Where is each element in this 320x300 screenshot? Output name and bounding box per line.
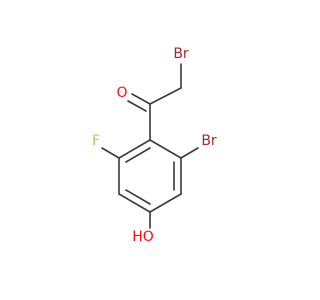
- fluorine-label: F: [92, 133, 100, 149]
- carbonyl-oxygen-label: O: [116, 85, 127, 101]
- bond-ch2-carbonyl: [149, 87, 182, 105]
- bond-ring-1: [149, 139, 182, 159]
- bond-ring-inner-1: [125, 147, 151, 163]
- bond-ring-f: [101, 147, 120, 159]
- alpha-bromine-label: Br: [173, 46, 189, 62]
- bond-carbonyl-o-2: [127, 100, 147, 112]
- ring-bromine-label: Br: [201, 133, 217, 149]
- bond-ring-br: [180, 147, 199, 159]
- bond-ring-3: [149, 193, 182, 213]
- molecule-canvas: O Br F Br HO: [91, 46, 217, 245]
- bond-ring-4: [118, 193, 151, 213]
- bond-carbonyl-o-1: [131, 93, 151, 105]
- bond-ring-6: [118, 139, 151, 159]
- bond-ring-inner-3: [125, 189, 151, 205]
- hydroxyl-label: HO: [132, 229, 154, 245]
- molecule-structure: O Br F Br HO: [92, 46, 217, 245]
- bond-group: [101, 63, 199, 229]
